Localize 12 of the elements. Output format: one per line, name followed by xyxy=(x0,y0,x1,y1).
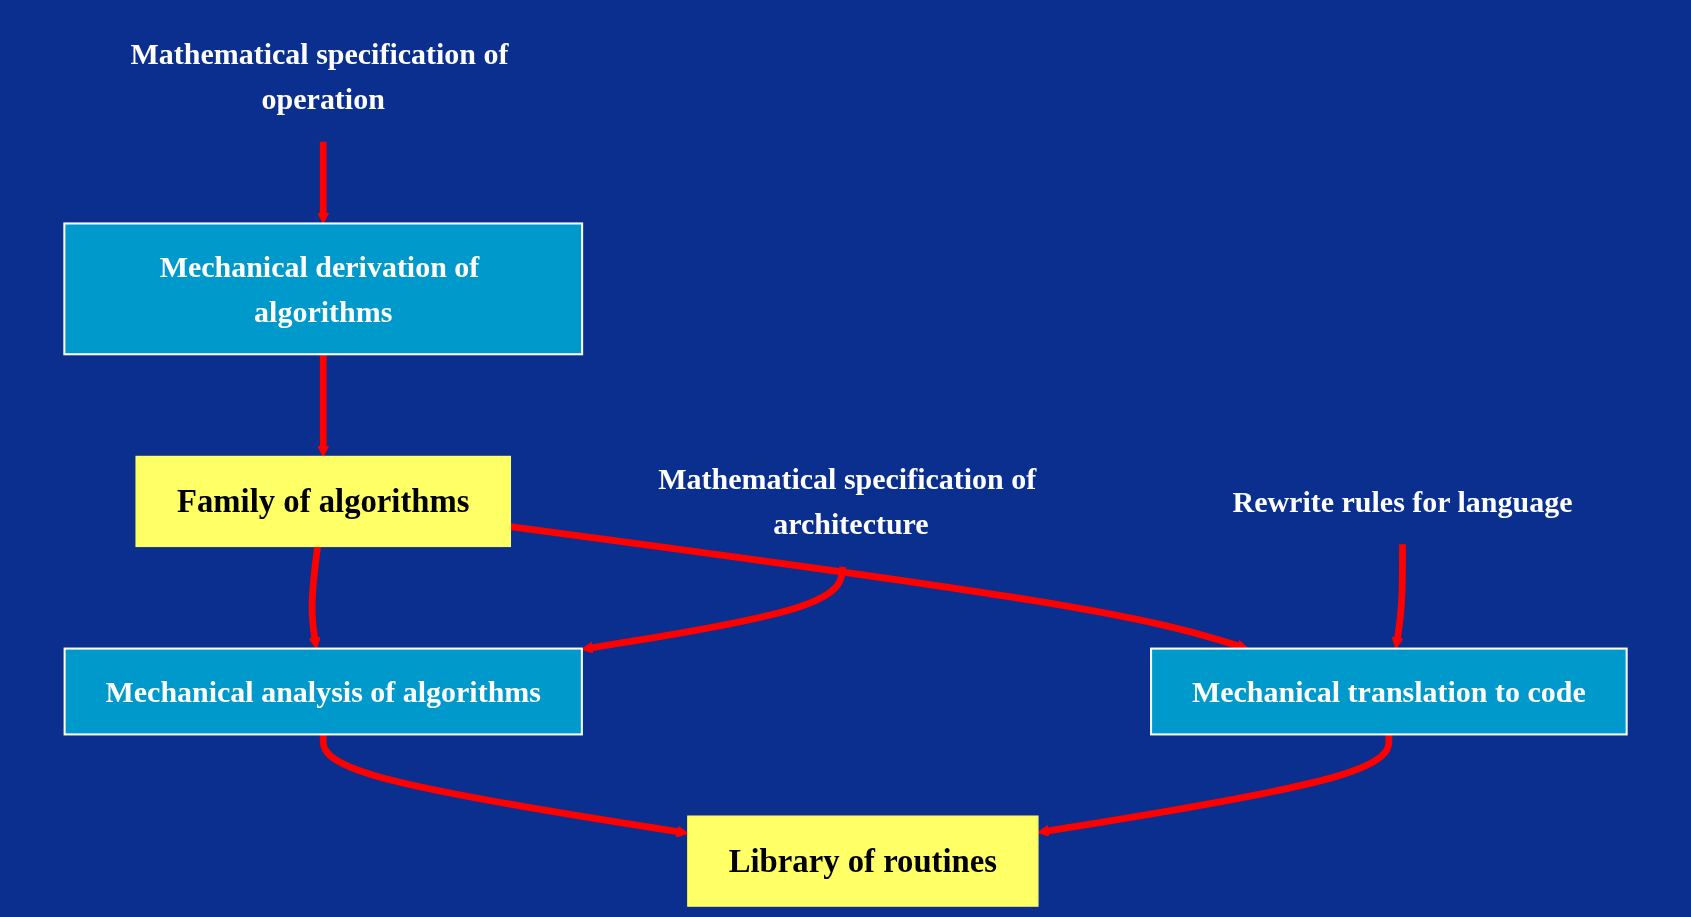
node-box: Family of algorithms xyxy=(135,455,512,548)
arrow xyxy=(1037,734,1393,837)
node-box: Library of routines xyxy=(687,815,1039,907)
arrow xyxy=(317,354,330,457)
node-text: Mathematical specification of operation xyxy=(130,36,509,116)
node-box: Mechanical derivation of algorithms xyxy=(63,222,584,356)
node-box: Mechanical analysis of algorithms xyxy=(63,647,583,736)
node-box: Mechanical translation to code xyxy=(1150,647,1628,736)
arrow xyxy=(581,566,847,654)
arrow xyxy=(317,141,330,224)
node-text: Mathematical specification of architecture xyxy=(658,461,1037,541)
node-text: Rewrite rules for language xyxy=(1232,484,1573,519)
